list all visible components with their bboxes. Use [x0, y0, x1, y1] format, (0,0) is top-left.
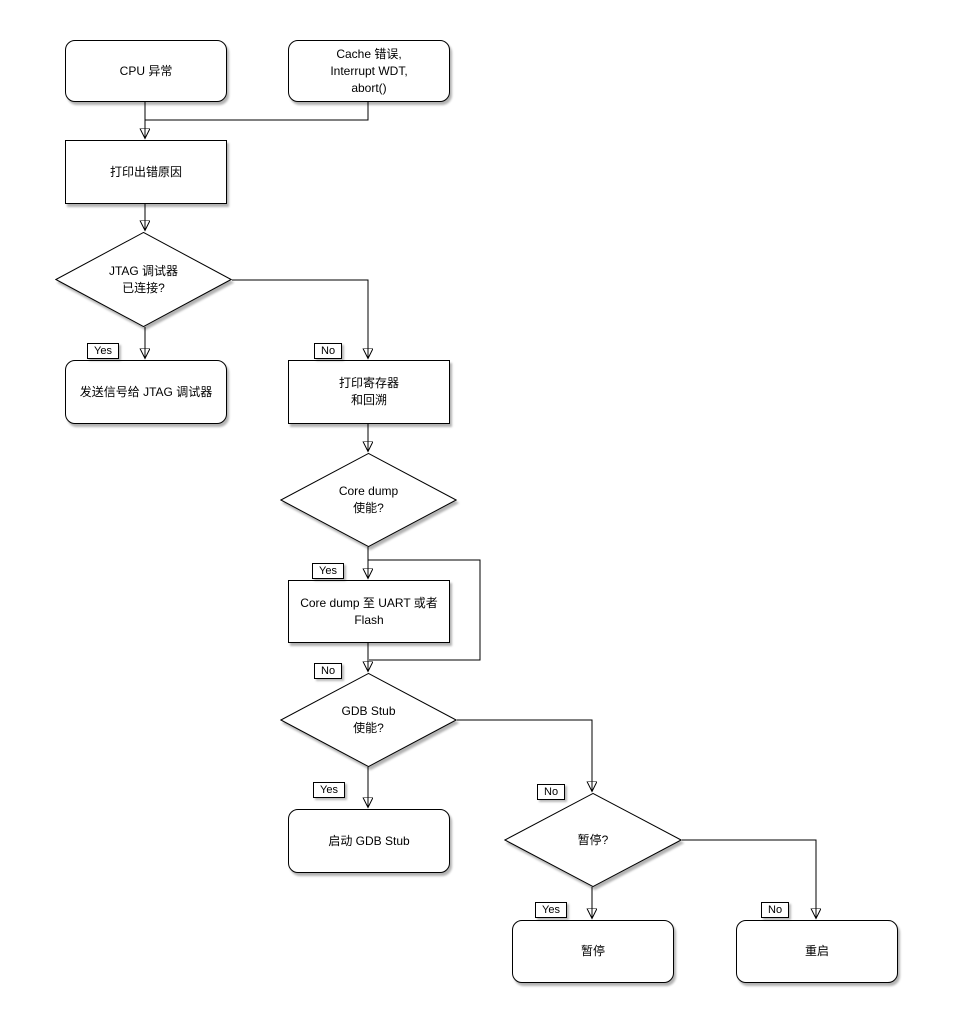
edge-coredump-no-bypass [368, 559, 481, 661]
edge-label-coredump-no: No [314, 663, 343, 679]
node-core-dump-dest: Core dump 至 UART 或者 Flash [288, 580, 450, 643]
decision-jtag-connected-label: JTAG 调试器 已连接? [108, 263, 179, 295]
diamond-shape [280, 453, 457, 547]
diamond-shape [504, 793, 682, 887]
edge-label-jtag-no: No [314, 343, 343, 359]
node-cache-error: Cache 错误, Interrupt WDT, abort() [288, 40, 450, 102]
edge-label-coredump-yes: Yes [312, 563, 344, 579]
node-print-registers-backtrace: 打印寄存器 和回溯 [288, 360, 450, 424]
node-send-signal-jtag-label: 发送信号给 JTAG 调试器 [79, 384, 213, 399]
node-start-gdb-stub-label: 启动 GDB Stub [328, 833, 410, 848]
edge-cache-merge [145, 100, 369, 121]
node-send-signal-jtag: 发送信号给 JTAG 调试器 [65, 360, 227, 424]
node-reboot: 重启 [736, 920, 898, 983]
edge-gdbstub-no [457, 719, 592, 791]
decision-halt: 暂停? [504, 793, 682, 887]
node-reboot-label: 重启 [804, 944, 829, 958]
edge-halt-no [682, 839, 816, 918]
node-halt: 暂停 [512, 920, 674, 983]
node-print-error-reason-label: 打印出错原因 [109, 164, 182, 179]
decision-gdb-stub-enabled-label: GDB Stub 使能? [341, 704, 396, 735]
edge-label-gdbstub-no: No [537, 784, 566, 800]
node-print-registers-backtrace-label: 打印寄存器 和回溯 [338, 376, 399, 407]
diamond-shape [280, 673, 457, 767]
node-print-error-reason: 打印出错原因 [65, 140, 227, 204]
node-core-dump-dest-label: Core dump 至 UART 或者 Flash [300, 595, 438, 627]
node-cache-error-label: Cache 错误, Interrupt WDT, abort() [330, 46, 408, 95]
decision-core-dump-enabled: Core dump 使能? [280, 453, 457, 547]
edge-label-jtag-yes: Yes [87, 343, 119, 359]
decision-halt-label: 暂停? [577, 832, 609, 847]
node-start-gdb-stub: 启动 GDB Stub [288, 809, 450, 873]
decision-core-dump-enabled-label: Core dump 使能? [338, 484, 399, 515]
node-halt-label: 暂停 [580, 944, 605, 958]
decision-jtag-connected: JTAG 调试器 已连接? [55, 232, 232, 327]
edge-label-gdbstub-yes: Yes [313, 782, 345, 798]
edge-jtag-no [232, 279, 368, 358]
node-cpu-exception: CPU 异常 [65, 40, 227, 102]
diamond-shape [55, 232, 232, 327]
decision-gdb-stub-enabled: GDB Stub 使能? [280, 673, 457, 767]
node-cpu-exception-label: CPU 异常 [119, 63, 173, 78]
edge-label-halt-no: No [761, 902, 790, 918]
edge-label-halt-yes: Yes [535, 902, 567, 918]
